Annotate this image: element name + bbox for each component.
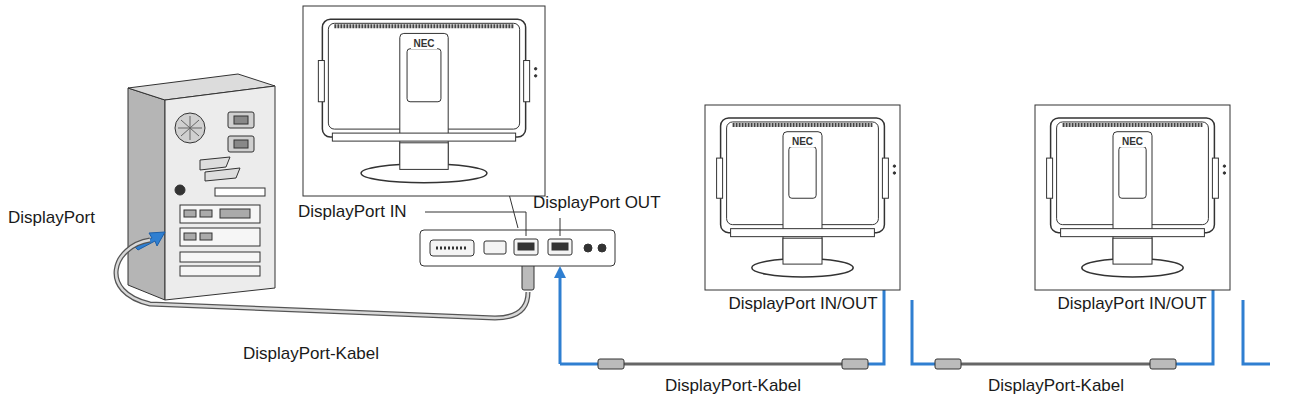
monitor-part bbox=[789, 147, 816, 199]
monitor-part bbox=[303, 6, 545, 196]
pc-tower bbox=[128, 74, 275, 300]
monitor-part bbox=[1212, 158, 1218, 198]
port-label: DisplayPort OUT bbox=[533, 193, 661, 213]
illustration-part bbox=[234, 140, 248, 148]
monitor-part bbox=[882, 158, 888, 198]
monitor-part bbox=[893, 172, 895, 174]
illustration-part bbox=[912, 300, 935, 364]
illustration-part bbox=[1150, 359, 1176, 369]
illustration-part bbox=[205, 168, 240, 181]
monitor-part bbox=[1035, 105, 1230, 290]
illustration-part bbox=[548, 239, 572, 255]
illustration-part bbox=[420, 230, 615, 266]
monitor bbox=[303, 6, 1230, 290]
monitor-part bbox=[1035, 105, 1230, 290]
illustration-part bbox=[484, 241, 506, 254]
illustration-part bbox=[598, 359, 624, 369]
monitor-part bbox=[400, 143, 448, 170]
brand-logo: NEC bbox=[411, 38, 436, 49]
monitor-part bbox=[334, 24, 513, 28]
illustration-part bbox=[552, 243, 568, 250]
port-label: DisplayPort-Kabel bbox=[243, 344, 379, 364]
brand-logo: NEC bbox=[790, 136, 815, 147]
illustration-part bbox=[598, 244, 606, 252]
illustration-part bbox=[200, 233, 212, 240]
connector-panel bbox=[420, 230, 615, 266]
illustration-part bbox=[935, 359, 961, 369]
illustration-part bbox=[560, 218, 561, 236]
brand-logo: NEC bbox=[1120, 136, 1145, 147]
illustration-part bbox=[234, 116, 248, 124]
illustration-part bbox=[559, 272, 562, 364]
illustration-part bbox=[180, 228, 260, 246]
monitor-part bbox=[783, 238, 822, 264]
port-label: DisplayPort-Kabel bbox=[988, 376, 1124, 396]
monitor-part bbox=[318, 61, 324, 102]
illustration-part bbox=[1243, 300, 1270, 364]
illustration-part bbox=[116, 240, 528, 318]
monitor-part bbox=[534, 75, 536, 77]
port-label: DisplayPort-Kabel bbox=[665, 376, 801, 396]
illustration-part bbox=[215, 188, 265, 196]
monitor-part bbox=[1113, 238, 1152, 264]
monitor-part bbox=[717, 158, 723, 198]
monitor-part bbox=[1223, 165, 1225, 167]
illustration-part bbox=[584, 244, 592, 252]
monitor-part bbox=[731, 229, 875, 237]
illustration-part bbox=[180, 205, 260, 223]
illustration-part bbox=[116, 240, 528, 318]
monitor-part bbox=[705, 105, 900, 290]
illustration-part bbox=[961, 363, 1150, 366]
illustration-part bbox=[220, 209, 250, 218]
illustration-part bbox=[436, 247, 468, 250]
illustration-part bbox=[228, 136, 254, 152]
monitor-part bbox=[407, 49, 441, 102]
illustration-part bbox=[128, 88, 165, 300]
monitor-part bbox=[524, 61, 530, 102]
illustration-part bbox=[228, 112, 254, 128]
illustration-part bbox=[200, 157, 230, 170]
illustration-part bbox=[842, 359, 868, 369]
monitor-part bbox=[733, 123, 873, 127]
illustration-part bbox=[522, 264, 534, 290]
illustration-part bbox=[598, 359, 1176, 369]
illustration-part bbox=[180, 252, 260, 262]
illustration-part bbox=[560, 363, 598, 366]
illustration-part bbox=[175, 113, 205, 143]
illustration-part bbox=[180, 266, 260, 276]
monitor-part bbox=[332, 133, 515, 141]
port-label: DisplayPort IN/OUT bbox=[728, 294, 877, 314]
illustration-part bbox=[514, 239, 538, 255]
monitor-part bbox=[1061, 229, 1205, 237]
monitor-part bbox=[1223, 172, 1225, 174]
monitor-part bbox=[303, 6, 545, 196]
illustration-part bbox=[430, 240, 474, 256]
monitor-part bbox=[1047, 158, 1053, 198]
monitor-part bbox=[705, 105, 900, 290]
illustration-part bbox=[200, 210, 212, 217]
illustration-part bbox=[425, 212, 526, 236]
monitor-part bbox=[534, 68, 536, 70]
port-label: DisplayPort IN/OUT bbox=[1057, 294, 1206, 314]
port-label: DisplayPort IN bbox=[298, 202, 407, 222]
illustration-part bbox=[518, 243, 534, 250]
port-label: DisplayPort bbox=[8, 208, 95, 228]
illustration-part bbox=[184, 233, 196, 240]
cable bbox=[116, 240, 534, 318]
monitor-part bbox=[1119, 147, 1146, 199]
illustration-part bbox=[184, 210, 196, 217]
illustration-part bbox=[175, 185, 185, 195]
monitor-part bbox=[893, 165, 895, 167]
illustration-part bbox=[165, 86, 275, 300]
illustration-part bbox=[624, 363, 842, 366]
monitor-part bbox=[1063, 123, 1203, 127]
illustration-part bbox=[178, 116, 202, 140]
